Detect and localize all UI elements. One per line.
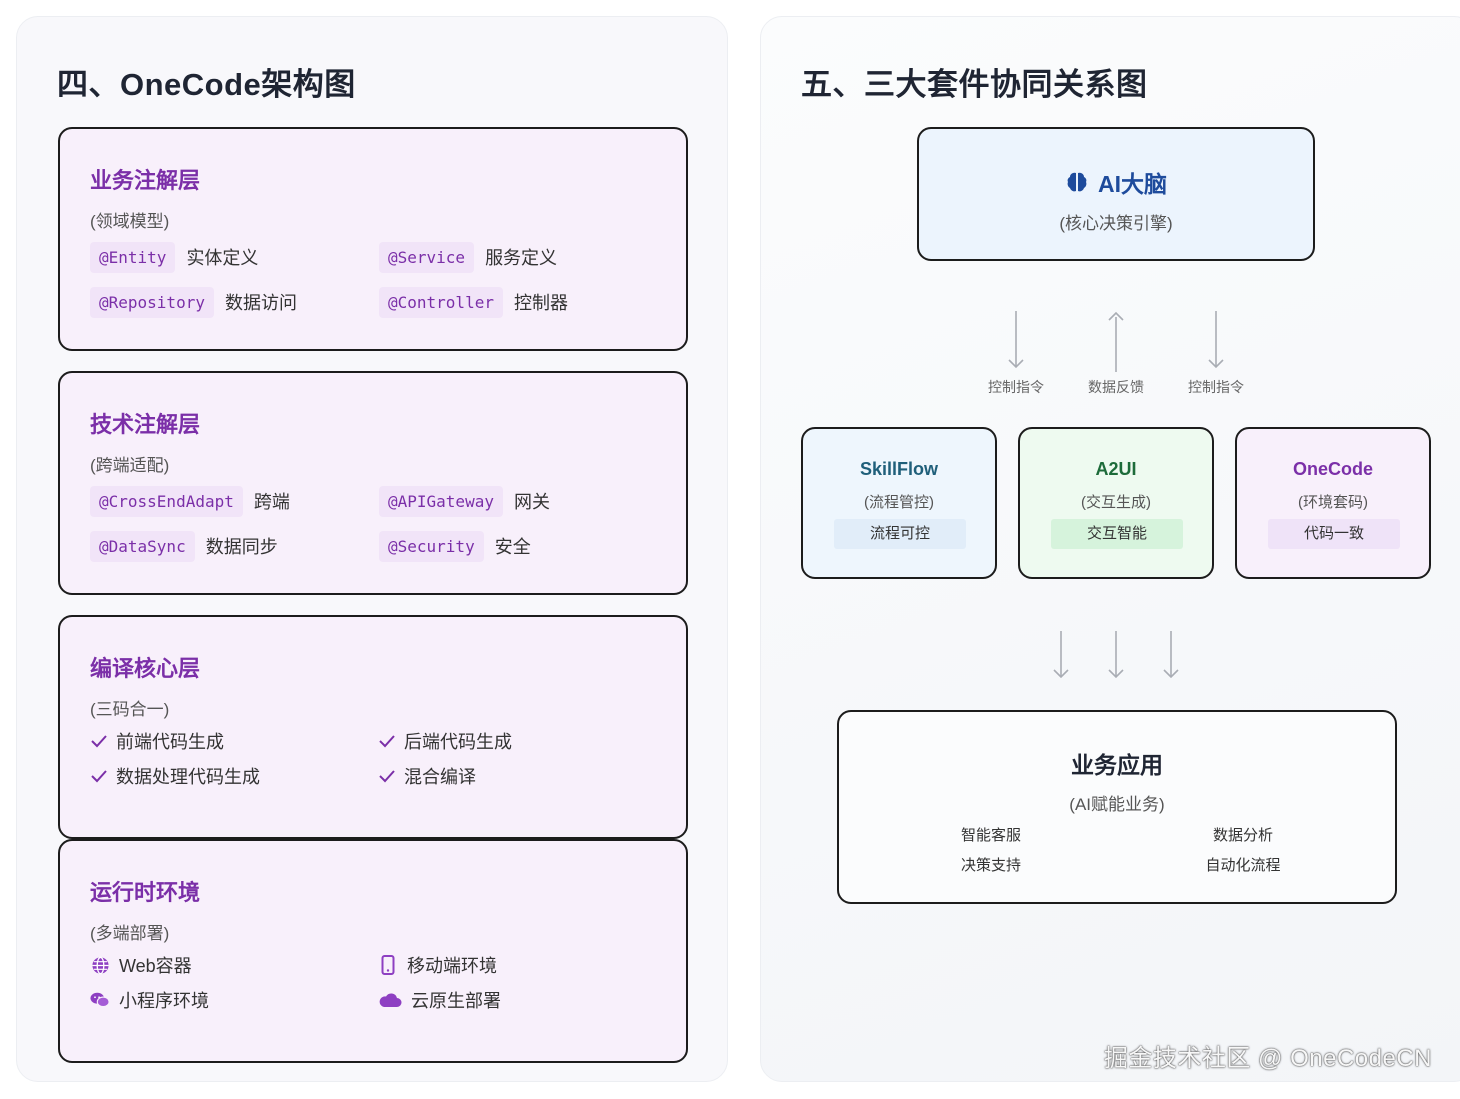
a2ui-box: A2UI (交互生成) 交互智能	[1018, 427, 1214, 579]
annotation-item: @Controller 控制器	[379, 286, 568, 318]
feature-item: 数据处理代码生成	[90, 760, 260, 792]
annotation-tag: @Repository	[90, 286, 214, 318]
business-item: 决策支持	[960, 857, 1021, 874]
feature-item: 后端代码生成	[378, 725, 512, 757]
check-icon	[91, 735, 107, 748]
suite-subtitle: (流程管控)	[864, 494, 934, 511]
suite-tag: 流程可控	[834, 519, 966, 549]
annotation-tag: @APIGateway	[379, 485, 503, 517]
feature-label: 前端代码生成	[116, 732, 224, 752]
ai-brain-title: AI大脑	[919, 165, 1313, 199]
suite-subtitle: (交互生成)	[1081, 494, 1151, 511]
annotation-item: @Service 服务定义	[379, 241, 557, 273]
annotation-tag: @Controller	[379, 286, 503, 318]
panel-title: 四、OneCode架构图	[57, 67, 356, 102]
arrow-label: 数据反馈	[1088, 379, 1144, 395]
business-app-box: 业务应用 (AI赋能业务) 智能客服 数据分析 决策支持 自动化流程	[837, 710, 1397, 904]
annotation-item: @Security 安全	[379, 530, 531, 562]
runtime-env-layer: 运行时环境 (多端部署) Web容器 移动端环境 小程序环境 云原生部署	[58, 839, 688, 1063]
business-annotation-layer: 业务注解层 (领域模型) @Entity 实体定义 @Service 服务定义 …	[58, 127, 688, 351]
annotation-desc: 服务定义	[485, 248, 558, 268]
env-item: 移动端环境	[378, 949, 497, 981]
arrow-label: 控制指令	[988, 379, 1044, 395]
annotation-desc: 数据同步	[205, 537, 278, 557]
layer-subtitle: (跨端适配)	[90, 456, 170, 475]
check-icon	[91, 770, 107, 783]
annotation-item: @Repository 数据访问	[90, 286, 297, 318]
layer-title: 业务注解层	[90, 168, 201, 193]
annotation-desc: 实体定义	[186, 248, 259, 268]
architecture-panel: 四、OneCode架构图 业务注解层 (领域模型) @Entity 实体定义 @…	[16, 16, 728, 1082]
suite-subtitle: (环境套码)	[1298, 494, 1368, 511]
annotation-item: @APIGateway 网关	[379, 485, 550, 517]
check-icon	[379, 770, 395, 783]
business-item: 自动化流程	[1205, 857, 1281, 874]
globe-icon	[90, 955, 110, 975]
ai-brain-box: AI大脑 (核心决策引擎)	[917, 127, 1315, 261]
compile-core-layer: 编译核心层 (三码合一) 前端代码生成 后端代码生成 数据处理代码生成 混合编译	[58, 615, 688, 839]
suite-tag: 交互智能	[1051, 519, 1183, 549]
annotation-tag: @CrossEndAdapt	[90, 485, 243, 517]
annotation-item: @CrossEndAdapt 跨端	[90, 485, 290, 517]
ai-brain-subtitle: (核心决策引擎)	[1059, 214, 1173, 233]
feature-label: 数据处理代码生成	[116, 767, 260, 787]
check-icon	[379, 735, 395, 748]
layer-title: 运行时环境	[90, 880, 201, 905]
arrow-label: 控制指令	[1188, 379, 1244, 395]
business-subtitle: (AI赋能业务)	[1069, 795, 1165, 814]
env-item: 小程序环境	[90, 984, 209, 1016]
suite-tag: 代码一致	[1268, 519, 1400, 549]
layer-subtitle: (领域模型)	[90, 212, 170, 231]
annotation-desc: 数据访问	[224, 293, 297, 313]
annotation-tag: @Entity	[90, 241, 176, 273]
suite-title: SkillFlow	[859, 459, 938, 479]
layer-title: 编译核心层	[90, 656, 201, 681]
annotation-item: @DataSync 数据同步	[90, 530, 278, 562]
env-item: 云原生部署	[378, 984, 501, 1016]
panel-title: 五、三大套件协同关系图	[801, 67, 1148, 102]
annotation-item: @Entity 实体定义	[90, 241, 258, 273]
annotation-tag: @Service	[379, 241, 475, 273]
annotation-tag: @Security	[379, 530, 484, 562]
business-item: 智能客服	[960, 827, 1021, 844]
business-item: 数据分析	[1212, 827, 1273, 844]
suite-title: OneCode	[1292, 459, 1373, 479]
feature-item: 前端代码生成	[90, 725, 224, 757]
annotation-tag: @DataSync	[90, 530, 195, 562]
wechat-icon	[90, 990, 110, 1010]
env-item: Web容器	[90, 949, 192, 981]
env-label: 移动端环境	[407, 956, 497, 976]
suite-title: A2UI	[1095, 459, 1137, 479]
feature-label: 混合编译	[404, 767, 476, 787]
annotation-desc: 跨端	[253, 492, 290, 512]
feature-item: 混合编译	[378, 760, 476, 792]
suite-collaboration-panel: 五、三大套件协同关系图 AI大脑 (核心决策引擎) 控制指令 数据	[760, 16, 1460, 1082]
annotation-desc: 控制器	[513, 293, 568, 313]
watermark: 掘金技术社区 @ OneCodeCN	[1103, 1045, 1432, 1072]
feature-label: 后端代码生成	[404, 732, 512, 752]
layer-subtitle: (三码合一)	[90, 700, 170, 719]
control-arrows	[1008, 311, 1224, 679]
annotation-desc: 安全	[494, 537, 531, 557]
env-label: 云原生部署	[411, 991, 501, 1011]
business-title: 业务应用	[1071, 752, 1163, 778]
ai-brain-label: AI大脑	[1098, 171, 1167, 197]
technical-annotation-layer: 技术注解层 (跨端适配) @CrossEndAdapt 跨端 @APIGatew…	[58, 371, 688, 595]
annotation-desc: 网关	[513, 492, 550, 512]
layer-title: 技术注解层	[90, 412, 201, 437]
brain-icon	[1067, 172, 1087, 192]
onecode-box: OneCode (环境套码) 代码一致	[1235, 427, 1431, 579]
skillflow-box: SkillFlow (流程管控) 流程可控	[801, 427, 997, 579]
env-label: 小程序环境	[119, 991, 209, 1011]
layer-subtitle: (多端部署)	[90, 924, 170, 943]
env-label: Web容器	[119, 956, 192, 976]
cloud-icon	[378, 990, 402, 1010]
mobile-icon	[378, 955, 398, 975]
